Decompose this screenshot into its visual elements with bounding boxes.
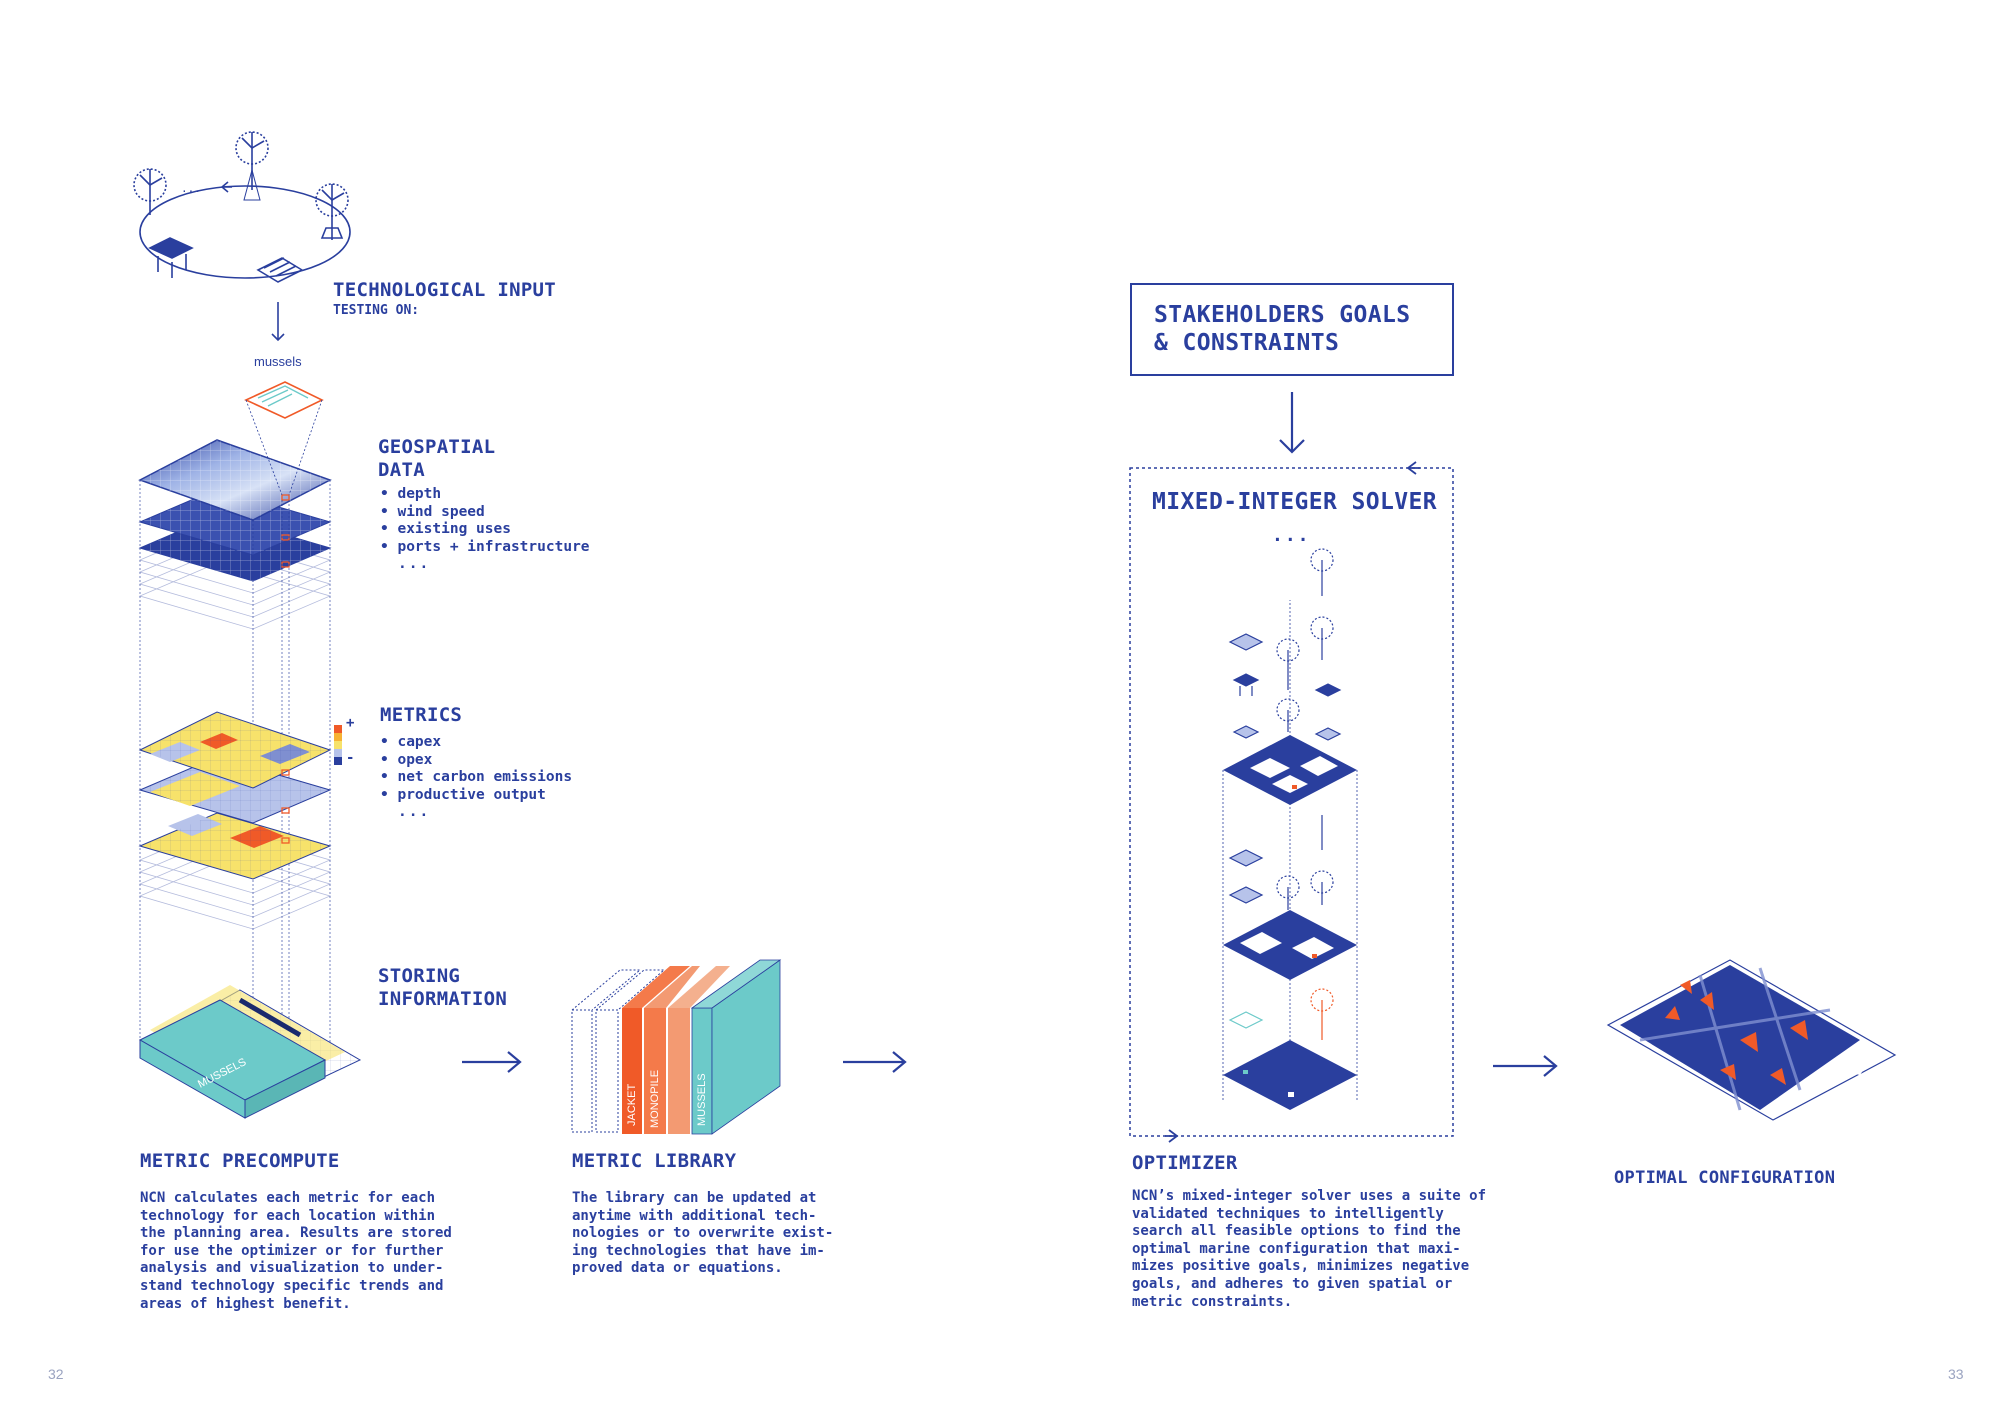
metrics-legend-bar — [334, 725, 342, 765]
book-label-monopile: MONOPILE — [649, 1069, 661, 1128]
stakeholders-line2: & CONSTRAINTS — [1154, 330, 1340, 356]
metric-precompute-text: NCN calculates each metric for each tech… — [140, 1190, 466, 1313]
optimal-configuration-title: OPTIMAL CONFIGURATION — [1614, 1168, 1836, 1188]
geospatial-ellipsis: ... — [398, 556, 431, 572]
folder-illustration — [138, 985, 362, 1119]
solver-title: MIXED-INTEGER SOLVER — [1152, 489, 1437, 515]
tech-input-cycle — [133, 131, 351, 342]
text-line: mizes positive goals, minimizes negative — [1132, 1258, 1470, 1275]
geospatial-title-line2: DATA — [378, 459, 425, 481]
text-line: the planning area. Results are stored — [140, 1225, 452, 1242]
text-line: technology for each location within — [140, 1207, 436, 1224]
book-label-jacket: JACKET — [626, 1083, 638, 1126]
solver-ellipsis: ... — [1272, 525, 1311, 546]
optimizer-text: NCN’s mixed-integer solver uses a suite … — [1132, 1188, 1494, 1311]
geospatial-stack — [138, 381, 332, 630]
flow-arrows — [462, 392, 1558, 1077]
page-number-left: 32 — [48, 1366, 64, 1382]
metric-library-text: The library can be updated at anytime wi… — [572, 1190, 844, 1278]
metrics-item: opex — [380, 752, 572, 770]
metrics-item: productive output — [380, 787, 572, 805]
stakeholders-line1: STAKEHOLDERS GOALS — [1154, 302, 1411, 328]
metrics-ellipsis: ... — [398, 804, 431, 820]
geospatial-item: ports + infrastructure — [380, 539, 589, 557]
text-line: validated techniques to intelligently — [1132, 1205, 1444, 1222]
storing-title-line1: STORING — [378, 965, 461, 987]
optimizer-title: OPTIMIZER — [1132, 1152, 1238, 1174]
metrics-list: capex opex net carbon emissions producti… — [380, 734, 572, 804]
metric-library-title: METRIC LIBRARY — [572, 1150, 737, 1172]
book-library-illustration — [571, 959, 782, 1135]
geospatial-title: GEOSPATIAL DATA — [378, 436, 495, 482]
storing-title: STORING INFORMATION — [378, 965, 507, 1011]
storing-title-line2: INFORMATION — [378, 988, 508, 1010]
geospatial-item: existing uses — [380, 521, 590, 539]
legend-minus: - — [346, 750, 355, 766]
text-line: NCN calculates each metric for each — [140, 1190, 436, 1206]
metrics-title: METRICS — [380, 704, 463, 726]
page-number-right: 33 — [1948, 1366, 1964, 1382]
text-line: stand technology specific trends and — [140, 1277, 444, 1294]
text-line: analysis and visualization to under- — [140, 1260, 444, 1277]
metric-precompute-title: METRIC PRECOMPUTE — [140, 1150, 340, 1172]
tech-input-title: TECHNOLOGICAL INPUT — [333, 279, 557, 301]
text-line: anytime with additional tech- — [572, 1207, 817, 1224]
text-line: search all feasible options to find the — [1132, 1223, 1461, 1240]
metrics-item: net carbon emissions — [380, 769, 572, 787]
text-line: The library can be updated at — [572, 1190, 817, 1206]
book-label-mussels: MUSSELS — [696, 1073, 708, 1126]
tech-input-subtitle: TESTING ON: — [333, 303, 420, 318]
text-line: areas of highest benefit. — [140, 1295, 351, 1312]
text-line: nologies or to overwrite exist- — [572, 1225, 834, 1242]
tech-input-item: mussels — [254, 354, 302, 369]
tech-input-ellipsis: ... — [181, 182, 201, 195]
text-line: ing technologies that have im- — [572, 1242, 825, 1259]
geospatial-title-line1: GEOSPATIAL — [378, 436, 496, 458]
wind-turbine-icon — [315, 183, 349, 240]
solver-frame — [1129, 461, 1454, 1143]
text-line: proved data or equations. — [572, 1260, 783, 1277]
geospatial-list: depth wind speed existing uses ports + i… — [380, 486, 590, 557]
wind-turbine-icon — [133, 168, 167, 215]
legend-plus: + — [346, 715, 355, 731]
geospatial-item: wind speed — [380, 504, 590, 522]
text-line: NCN’s mixed-integer solver uses a suite … — [1132, 1188, 1487, 1204]
stakeholders-box: STAKEHOLDERS GOALS & CONSTRAINTS — [1130, 283, 1454, 376]
metrics-item: capex — [380, 734, 572, 752]
text-line: optimal marine configuration that maxi- — [1132, 1240, 1461, 1257]
geospatial-item: depth — [380, 486, 590, 504]
wind-turbine-icon — [235, 131, 269, 201]
text-line: for use the optimizer or for further — [140, 1242, 444, 1259]
text-line: goals, and adheres to given spatial or — [1132, 1275, 1453, 1292]
solver-stack — [1222, 548, 1358, 1110]
text-line: metric constraints. — [1132, 1293, 1293, 1310]
optimal-configuration-map — [1606, 959, 1897, 1121]
metrics-stack — [138, 711, 342, 930]
